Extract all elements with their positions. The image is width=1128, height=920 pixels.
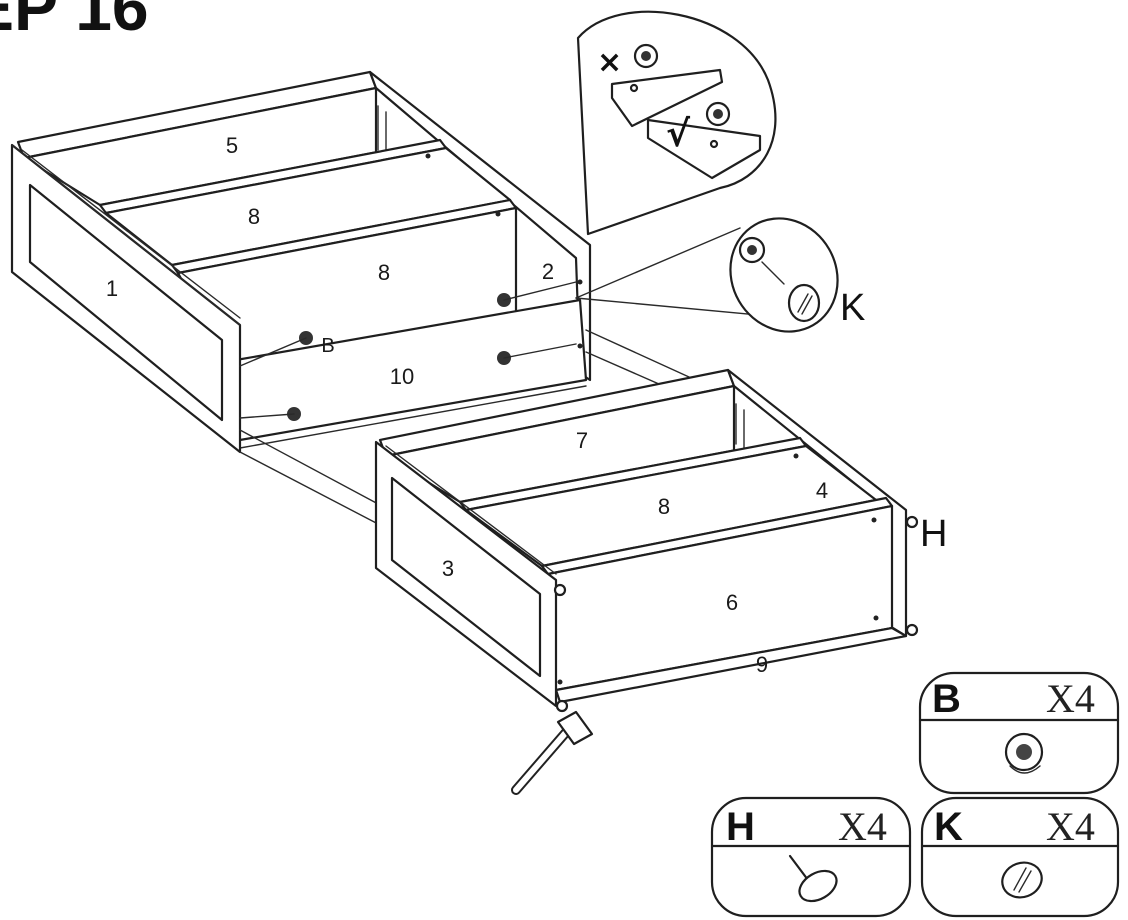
screw-cover-detail: K — [575, 217, 865, 333]
panel-label-7: 7 — [576, 428, 588, 453]
cam-orientation-detail: × √ — [576, 10, 777, 236]
hardware-label-k: K — [840, 287, 865, 329]
panel-label-5: 5 — [226, 133, 238, 158]
hardware-box-letter: H — [726, 805, 755, 849]
panel-label-8: 8 — [248, 204, 260, 229]
hardware-label-h: H — [920, 513, 947, 555]
panel-label-2: 2 — [542, 259, 554, 284]
panel-label-8: 8 — [378, 260, 390, 285]
step-title: EP 16 — [0, 0, 149, 44]
panel-label-9: 9 — [756, 652, 768, 677]
lower-carcass: 7 8 4 3 6 9 H — [374, 368, 947, 713]
panel-label-4: 4 — [816, 478, 828, 503]
correct-orientation-mark: √ — [666, 114, 691, 155]
hardware-box-h: H X4 — [710, 796, 912, 918]
hardware-label-b: B — [321, 335, 334, 357]
screw-cover-cap-icon — [1001, 861, 1043, 899]
panel-label-3: 3 — [442, 556, 454, 581]
hardware-box-k: K X4 — [920, 796, 1120, 918]
panel-label-6: 6 — [726, 590, 738, 615]
panel-label-10: 10 — [390, 364, 414, 389]
cam-lock-icon — [633, 43, 731, 127]
hardware-box-quantity: X4 — [1046, 804, 1095, 849]
wrong-orientation-mark: × — [597, 45, 622, 80]
hardware-box-quantity: X4 — [1046, 676, 1095, 721]
hardware-box-quantity: X4 — [838, 804, 887, 849]
cam-lock-icon — [1004, 732, 1044, 774]
hardware-box-letter: K — [934, 805, 963, 849]
hardware-box-letter: B — [932, 677, 961, 721]
cam-lock-icon — [738, 236, 766, 264]
hardware-box-b: B X4 — [918, 671, 1120, 795]
hammer-icon — [511, 710, 594, 795]
nail-glide-icon — [553, 515, 919, 713]
panel-label-8: 8 — [658, 494, 670, 519]
nail-glide-icon — [788, 854, 838, 903]
panel-label-1: 1 — [106, 276, 118, 301]
panel-9 — [554, 626, 908, 704]
upper-carcass: 5 8 8 1 2 10 B — [10, 70, 701, 526]
screw-cover-cap-icon — [787, 283, 821, 323]
